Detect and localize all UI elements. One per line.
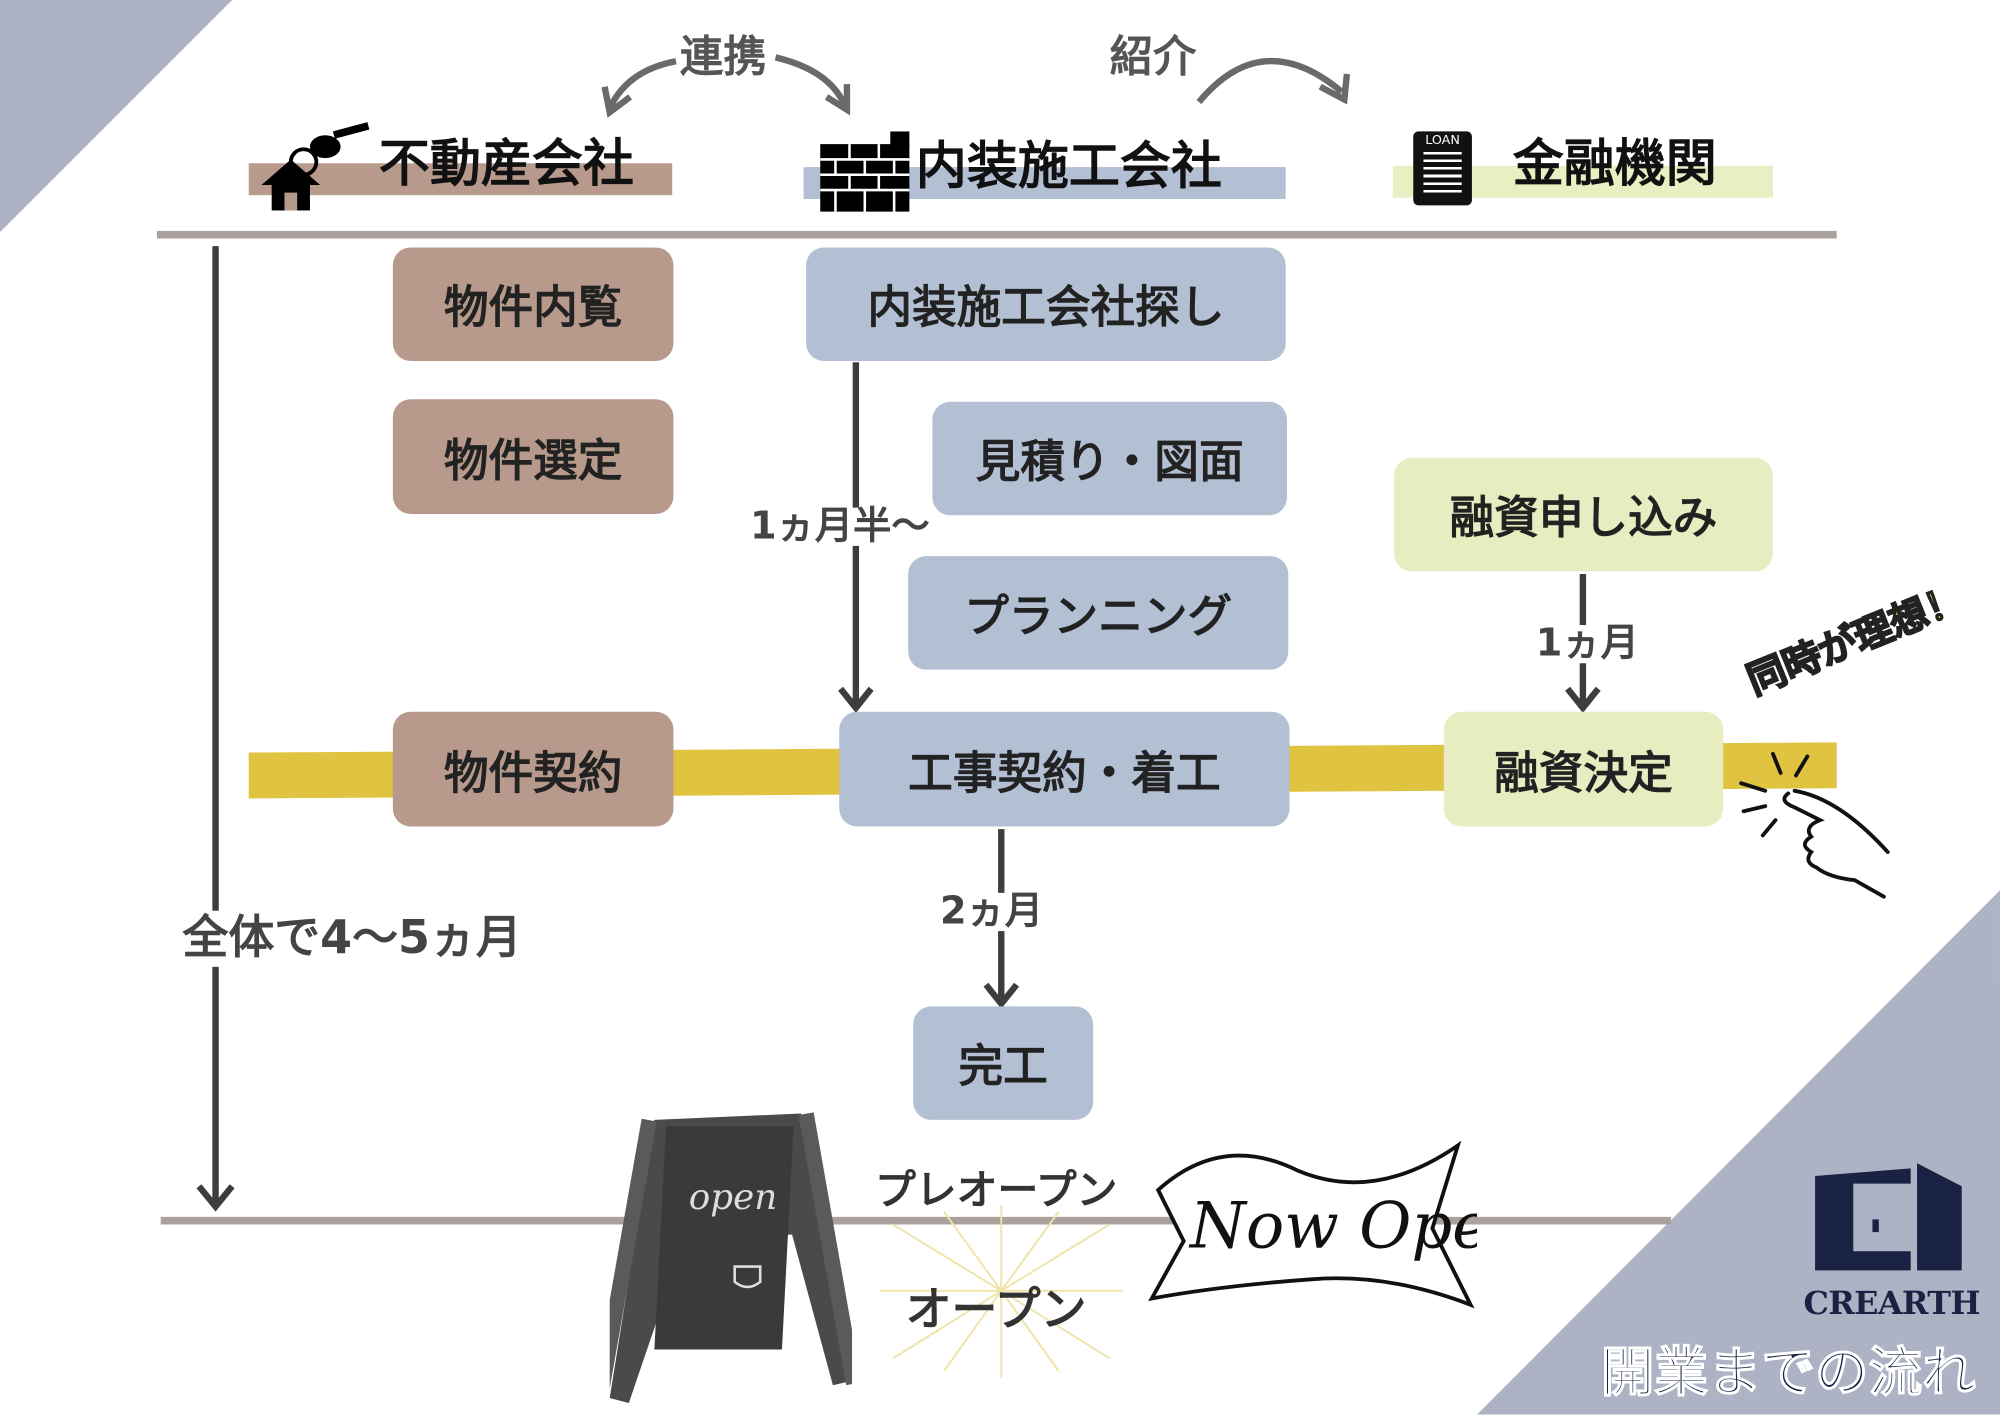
- step-planning: プランニング: [908, 556, 1289, 670]
- step-find-contractor: 内装施工会社探し: [806, 247, 1286, 361]
- column-label: 金融機関: [1512, 135, 1717, 194]
- intro-label: 紹介: [1109, 31, 1197, 83]
- step-property-contract: 物件契約: [392, 711, 674, 827]
- duration-construction: 2ヵ月: [940, 889, 1044, 934]
- column-label: 不動産会社: [378, 135, 634, 194]
- pre-open-label: プレオープン: [874, 1165, 1118, 1215]
- interior-arrow-head: [838, 686, 874, 714]
- corner-decoration-top-left: [0, 0, 233, 233]
- banner-text: Now Open: [1188, 1189, 1477, 1263]
- link-label: 連携: [679, 31, 767, 83]
- header-divider: [156, 230, 1837, 239]
- loan-document-icon: LOAN: [1413, 131, 1472, 206]
- finance-arrow-head: [1565, 686, 1601, 714]
- sunburst-decoration: [880, 1205, 1123, 1378]
- step-completion: 完工: [913, 1006, 1094, 1120]
- step-property-selection: 物件選定: [392, 399, 674, 515]
- step-construction-contract: 工事契約・着工: [839, 711, 1290, 827]
- total-arrow-head: [196, 1184, 235, 1212]
- step-loan-application: 融資申し込み: [1394, 457, 1773, 572]
- duration-finance: 1ヵ月: [1535, 621, 1639, 666]
- column-label: 内装施工会社: [915, 137, 1222, 197]
- house-key-icon: [261, 122, 370, 211]
- intro-arrow: [1196, 58, 1344, 105]
- construction-arrow-head: [983, 982, 1020, 1009]
- page-title: 開業までの流れ: [1600, 1340, 1976, 1404]
- open-label: オープン: [905, 1284, 1087, 1337]
- now-open-banner-icon: Now Open: [1148, 1140, 1477, 1309]
- sign-text: open: [689, 1177, 777, 1218]
- step-property-viewing: 物件内覧: [392, 247, 674, 361]
- brick-wall-icon: [820, 131, 910, 212]
- duration-total: 全体で4～5ヵ月: [182, 910, 522, 967]
- link-arrow-right: [774, 54, 848, 106]
- step-loan-decision: 融資決定: [1443, 711, 1724, 827]
- link-arrow-left: [606, 58, 677, 110]
- brand-name: CREARTH: [1803, 1284, 1981, 1322]
- duration-interior-search: 1ヵ月半～: [749, 503, 930, 549]
- step-estimate-drawing: 見積り・図面: [932, 401, 1287, 516]
- open-sign-board-icon: open: [609, 1112, 853, 1404]
- pointing-hand-icon: [1739, 751, 1890, 899]
- crearth-logo-icon: [1815, 1163, 1962, 1271]
